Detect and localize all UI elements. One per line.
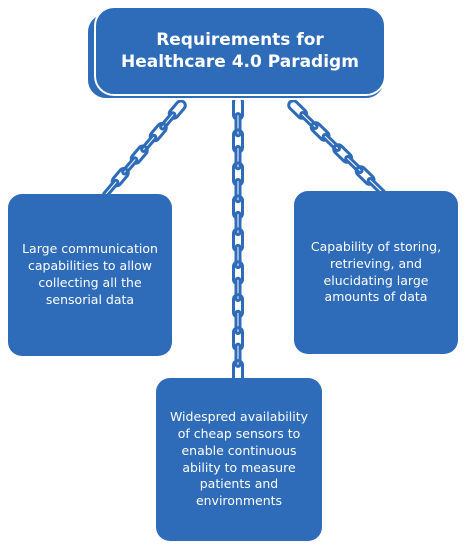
chain-link [234, 145, 242, 171]
requirement-box-storage: Capability of storing, retrieving, and e… [294, 191, 458, 354]
chain-link [234, 210, 242, 237]
requirement-text-sensors: Widespred availability of cheap sensors … [169, 408, 309, 509]
chain-link [234, 342, 242, 368]
chain-link [299, 110, 319, 131]
requirement-text-storage: Capability of storing, retrieving, and e… [310, 238, 442, 305]
chain-right-connector [287, 99, 387, 197]
chain-link [234, 112, 242, 138]
requirement-box-sensors: Widespred availability of cheap sensors … [156, 378, 322, 541]
chain-link [321, 132, 342, 153]
chain-link [234, 243, 242, 270]
chain-link [159, 111, 177, 131]
chain-link [140, 133, 158, 153]
requirement-box-communication: Large communication capabilities to allo… [8, 194, 172, 356]
chain-link [234, 309, 242, 335]
chain-link [234, 276, 242, 303]
chain-link [234, 177, 242, 204]
title-text: Requirements for Healthcare 4.0 Paradigm [121, 29, 359, 72]
chain-middle-connector [232, 95, 244, 385]
chain-left-connector [102, 99, 187, 198]
chain-link [121, 156, 139, 176]
requirement-text-communication: Large communication capabilities to allo… [22, 241, 158, 307]
chain-link [344, 154, 364, 175]
title-box: Requirements for Healthcare 4.0 Paradigm [94, 6, 386, 96]
